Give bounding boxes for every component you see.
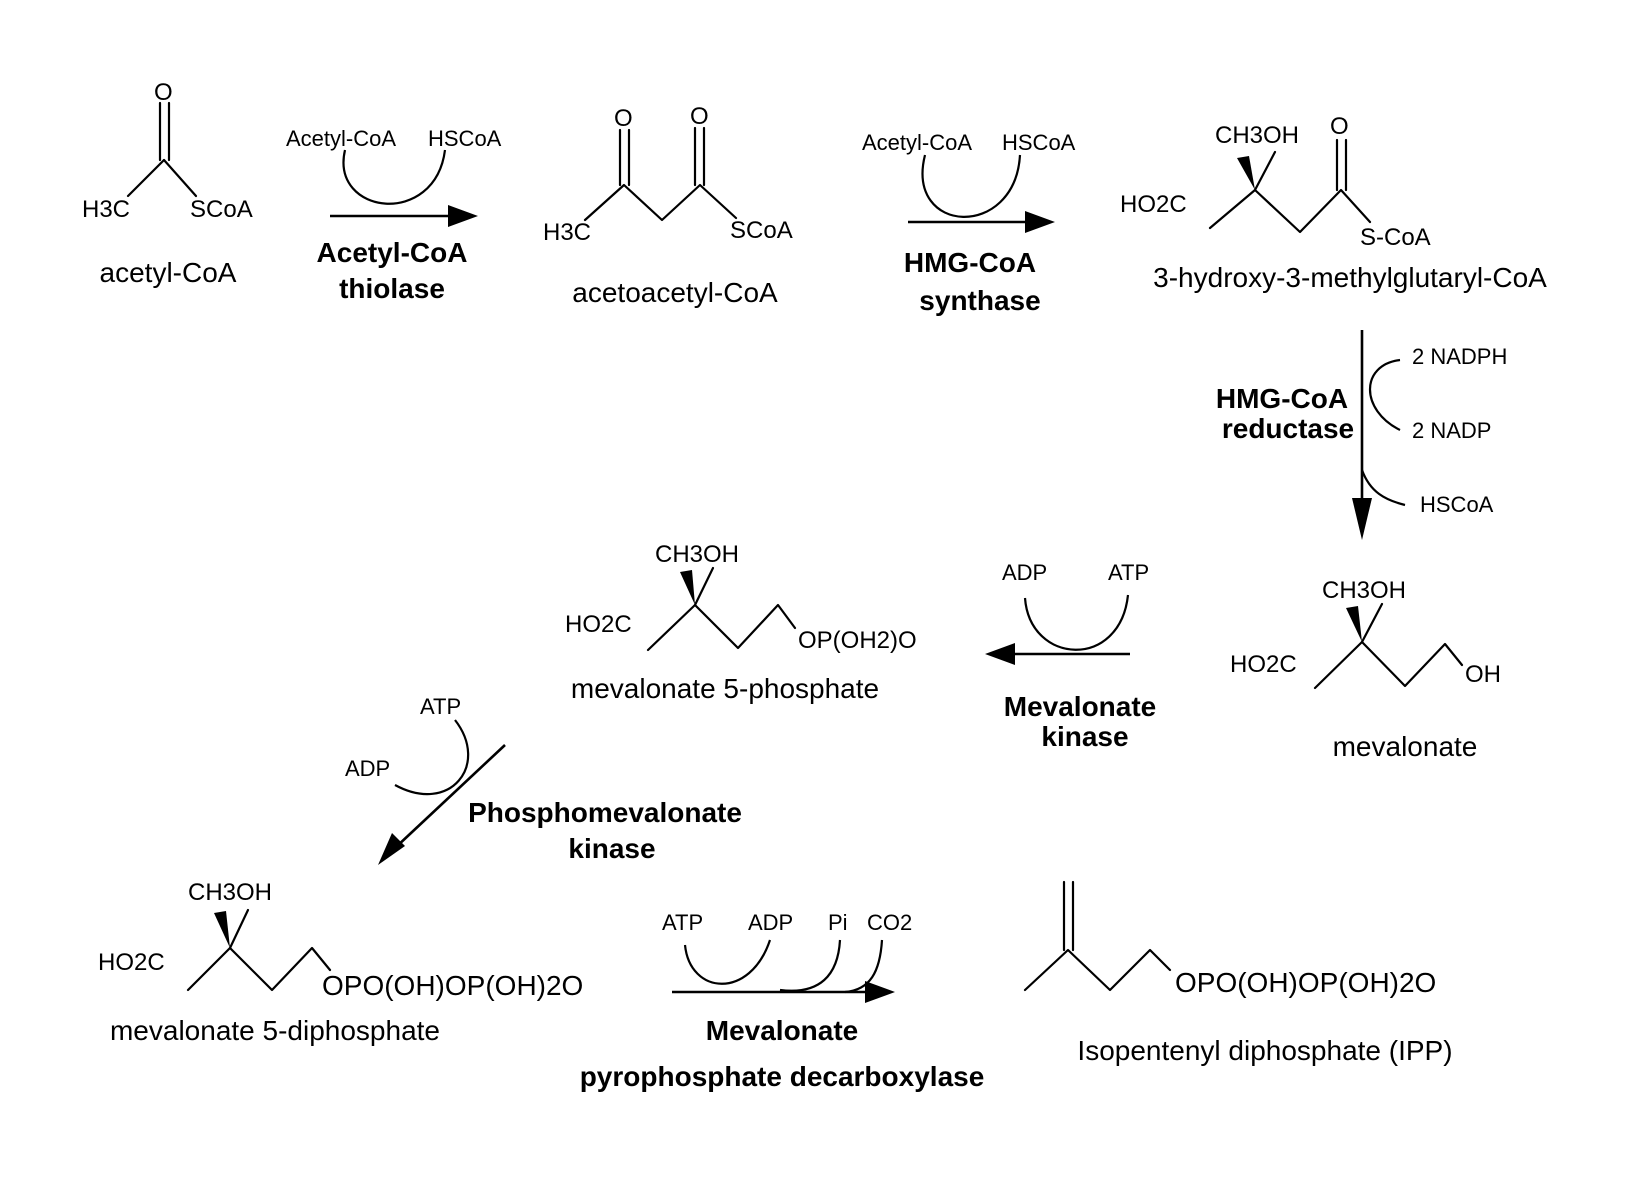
diphosphate-group: OPO(OH)OP(OH)2O <box>322 970 583 1001</box>
cofactor-out: 2 NADP <box>1412 418 1491 443</box>
compound-hmg-coa: CH3OH O HO2C S-CoA 3-hydroxy-3-methylglu… <box>1120 113 1547 293</box>
cofactor-arc <box>1025 595 1128 650</box>
reaction-hmg-coa-synthase: Acetyl-CoA HSCoA HMG-CoA synthase <box>862 130 1076 316</box>
stereo-wedge <box>1237 156 1255 190</box>
cofactor-out: ADP <box>748 910 793 935</box>
carbon-chain <box>648 605 795 650</box>
reaction-pyrophosphate-decarboxylase: ATP ADP Pi CO2 Mevalonate pyrophosphate … <box>580 910 985 1092</box>
stereo-wedge <box>680 570 695 605</box>
enzyme-name: pyrophosphate decarboxylase <box>580 1061 985 1092</box>
compound-name: Isopentenyl diphosphate (IPP) <box>1077 1035 1452 1066</box>
cofactor-in: ATP <box>662 910 703 935</box>
substituent-label: CH3OH <box>1322 577 1406 604</box>
enzyme-name: reductase <box>1222 413 1354 444</box>
arrow-head <box>865 981 895 1003</box>
carbon-chain <box>188 948 330 990</box>
compound-name: 3-hydroxy-3-methylglutaryl-CoA <box>1153 262 1547 293</box>
compound-mevalonate-5-phosphate: CH3OH HO2C OP(OH2)O mevalonate 5-phospha… <box>565 541 917 704</box>
cofactor-out: ADP <box>345 756 390 781</box>
oxygen-atom: O <box>1330 113 1349 140</box>
compound-name: mevalonate 5-diphosphate <box>110 1015 440 1046</box>
cofactor-in: 2 NADPH <box>1412 344 1507 369</box>
oxygen-atom: O <box>690 103 709 130</box>
cofactor-arc <box>1370 360 1400 430</box>
enzyme-name: kinase <box>1041 721 1128 752</box>
stereo-wedge <box>214 911 230 948</box>
arrow-head <box>1025 211 1055 233</box>
enzyme-name: HMG-CoA <box>1216 383 1348 414</box>
enzyme-name: Acetyl-CoA <box>317 237 468 268</box>
bond <box>128 160 164 196</box>
substituent-label: CH3OH <box>1215 122 1299 149</box>
carboxyl-group: HO2C <box>1120 191 1187 218</box>
cofactor-in: ATP <box>1108 560 1149 585</box>
compound-acetoacetyl-coa: O O H3C SCoA acetoacetyl-CoA <box>543 103 793 308</box>
compound-mevalonate-5-diphosphate: CH3OH HO2C OPO(OH)OP(OH)2O mevalonate 5-… <box>98 879 583 1046</box>
compound-name: acetyl-CoA <box>100 257 237 288</box>
cofactor-in: ATP <box>420 694 461 719</box>
arrow-head <box>985 643 1015 665</box>
bond <box>230 910 248 948</box>
bond <box>695 568 713 605</box>
compound-name: acetoacetyl-CoA <box>572 277 778 308</box>
carbon-chain <box>1025 950 1170 990</box>
cofactor-out: HSCoA <box>428 126 502 151</box>
cofactor-out: Pi <box>828 910 848 935</box>
compound-ipp: OPO(OH)OP(OH)2O Isopentenyl diphosphate … <box>1025 882 1453 1066</box>
substituent-label: CH3OH <box>188 879 272 906</box>
reaction-thiolase: Acetyl-CoA HSCoA Acetyl-CoA thiolase <box>286 126 502 304</box>
bond <box>164 160 196 196</box>
carboxyl-group: HO2C <box>1230 651 1297 678</box>
cofactor-arc <box>685 940 770 984</box>
cofactor-arc <box>395 720 468 794</box>
arrow-head <box>448 205 478 227</box>
methyl-group: H3C <box>543 219 591 246</box>
bond <box>1255 152 1275 190</box>
thioester-group: SCoA <box>730 217 793 244</box>
cofactor-arc <box>780 940 840 991</box>
cofactor-out: HSCoA <box>1420 492 1494 517</box>
cofactor-in: Acetyl-CoA <box>286 126 396 151</box>
carbon-chain <box>585 185 736 220</box>
carboxyl-group: HO2C <box>98 949 165 976</box>
thioester-group: SCoA <box>190 196 253 223</box>
cofactor-out: HSCoA <box>1002 130 1076 155</box>
bond <box>1362 604 1382 642</box>
cofactor-out: CO2 <box>867 910 912 935</box>
carboxyl-group: HO2C <box>565 611 632 638</box>
reaction-hmg-coa-reductase: 2 NADPH 2 NADP HSCoA HMG-CoA reductase <box>1216 330 1507 540</box>
reaction-mevalonate-kinase: ADP ATP Mevalonate kinase <box>985 560 1156 752</box>
enzyme-name: Phosphomevalonate <box>468 797 742 828</box>
cofactor-out: ADP <box>1002 560 1047 585</box>
hydroxyl-group: OH <box>1465 661 1501 688</box>
enzyme-name: thiolase <box>339 273 445 304</box>
thioester-group: S-CoA <box>1360 224 1431 251</box>
arrow-head <box>378 833 405 865</box>
phosphate-group: OP(OH2)O <box>798 627 917 654</box>
stereo-wedge <box>1346 606 1362 642</box>
cofactor-arc <box>344 150 445 204</box>
carbon-chain <box>1315 642 1462 688</box>
arrow-head <box>1352 498 1372 540</box>
diphosphate-group: OPO(OH)OP(OH)2O <box>1175 967 1436 998</box>
oxygen-atom: O <box>614 105 633 132</box>
cofactor-in: Acetyl-CoA <box>862 130 972 155</box>
cofactor-arc <box>845 940 882 992</box>
carbon-chain <box>1210 190 1370 232</box>
methyl-group: H3C <box>82 196 130 223</box>
compound-name: mevalonate 5-phosphate <box>571 673 879 704</box>
enzyme-name: kinase <box>568 833 655 864</box>
oxygen-atom: O <box>154 79 173 106</box>
reaction-phosphomevalonate-kinase: ATP ADP Phosphomevalonate kinase <box>345 694 742 865</box>
enzyme-name: Mevalonate <box>1004 691 1157 722</box>
enzyme-name: synthase <box>919 285 1040 316</box>
compound-mevalonate: CH3OH HO2C OH mevalonate <box>1230 577 1501 762</box>
enzyme-name: Mevalonate <box>706 1015 859 1046</box>
cofactor-arc <box>923 155 1020 217</box>
compound-acetyl-coa: O H3C SCoA acetyl-CoA <box>82 79 253 288</box>
compound-name: mevalonate <box>1333 731 1478 762</box>
enzyme-name: HMG-CoA <box>904 247 1036 278</box>
substituent-label: CH3OH <box>655 541 739 568</box>
